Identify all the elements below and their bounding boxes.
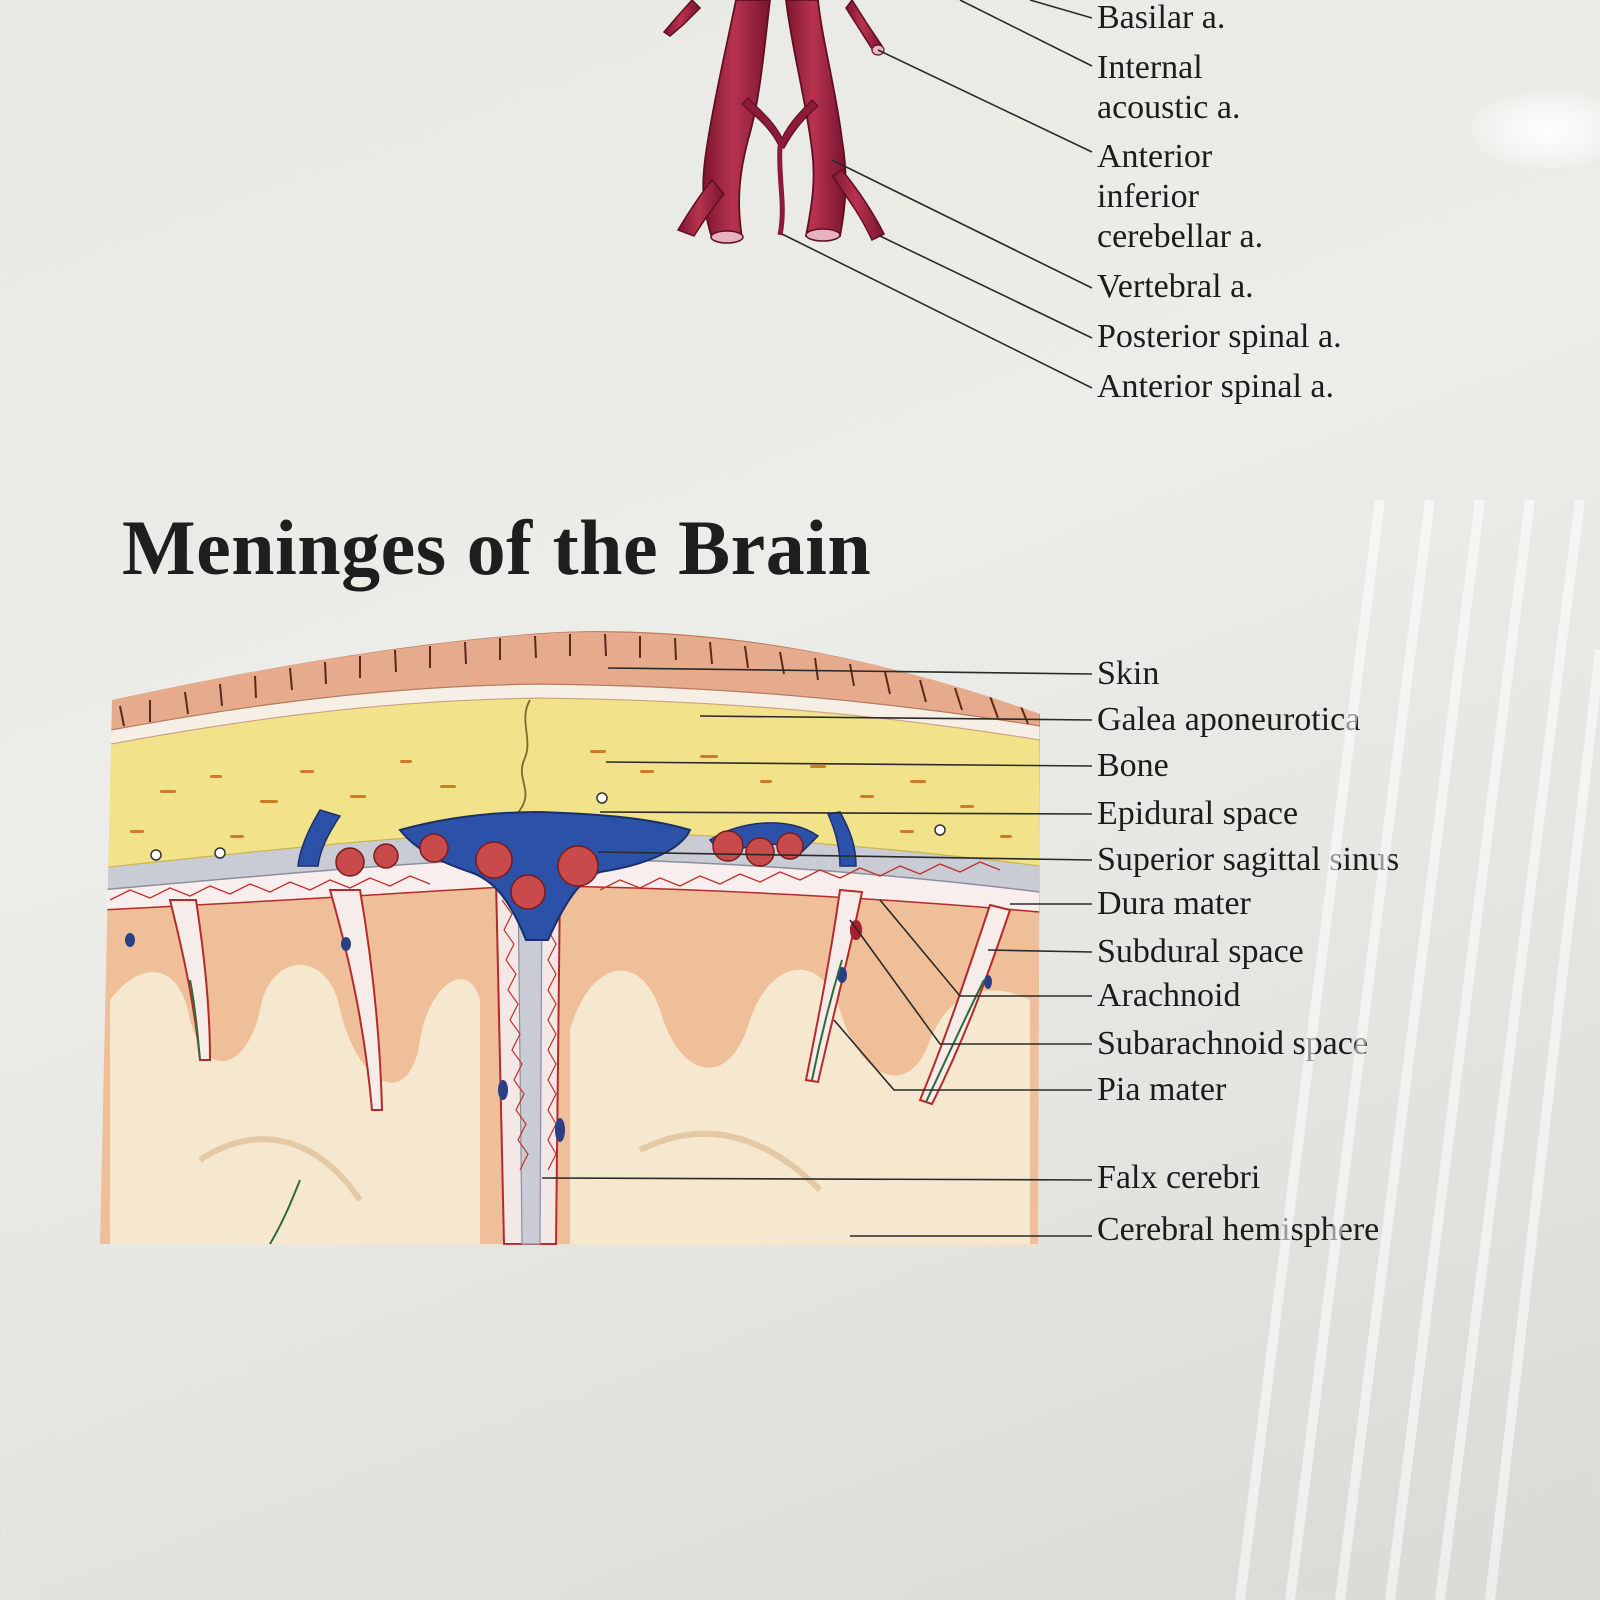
label-galea-aponeurotica: Galea aponeurotica [1097,701,1361,738]
anterior-spinal-artery [741,97,819,149]
label-bone: Bone [1097,747,1169,784]
label-subdural-space: Subdural space [1097,933,1304,970]
top-leader-lines [781,0,1093,389]
section-title: Meninges of the Brain [122,504,872,591]
label-cerebral-hemisphere: Cerebral hemisphere [1097,1211,1380,1248]
meninges-cross-section [100,631,1093,1246]
internal-acoustic-branch [845,0,884,54]
label-vertebral-artery: Vertebral a. [1097,268,1254,305]
label-skin: Skin [1097,655,1160,692]
superior-sagittal-sinus [398,810,692,941]
label-anterior-inferior-cerebellar-artery: Anterior inferior cerebellar a. [1097,138,1264,255]
label-subarachnoid-space: Subarachnoid space [1097,1025,1368,1062]
label-dura-mater: Dura mater [1097,885,1251,922]
label-superior-sagittal-sinus: Superior sagittal sinus [1097,841,1400,878]
label-epidural-space: Epidural space [1097,795,1299,832]
label-basilar-artery: Basilar a. [1097,0,1226,36]
label-falx-cerebri: Falx cerebri [1097,1159,1261,1196]
label-pia-mater: Pia mater [1097,1071,1227,1108]
label-posterior-spinal-artery: Posterior spinal a. [1097,318,1342,355]
left-upper-branch [662,0,702,37]
label-internal-acoustic-artery: Internal acoustic a. [1097,49,1241,126]
label-arachnoid: Arachnoid [1097,977,1241,1014]
meninges-leader-lines [541,667,1093,1237]
artery-illustration [662,0,1093,389]
left-outer-branch [676,178,725,237]
posterior-spinal-branch [830,169,886,242]
label-anterior-spinal-artery: Anterior spinal a. [1097,368,1334,405]
